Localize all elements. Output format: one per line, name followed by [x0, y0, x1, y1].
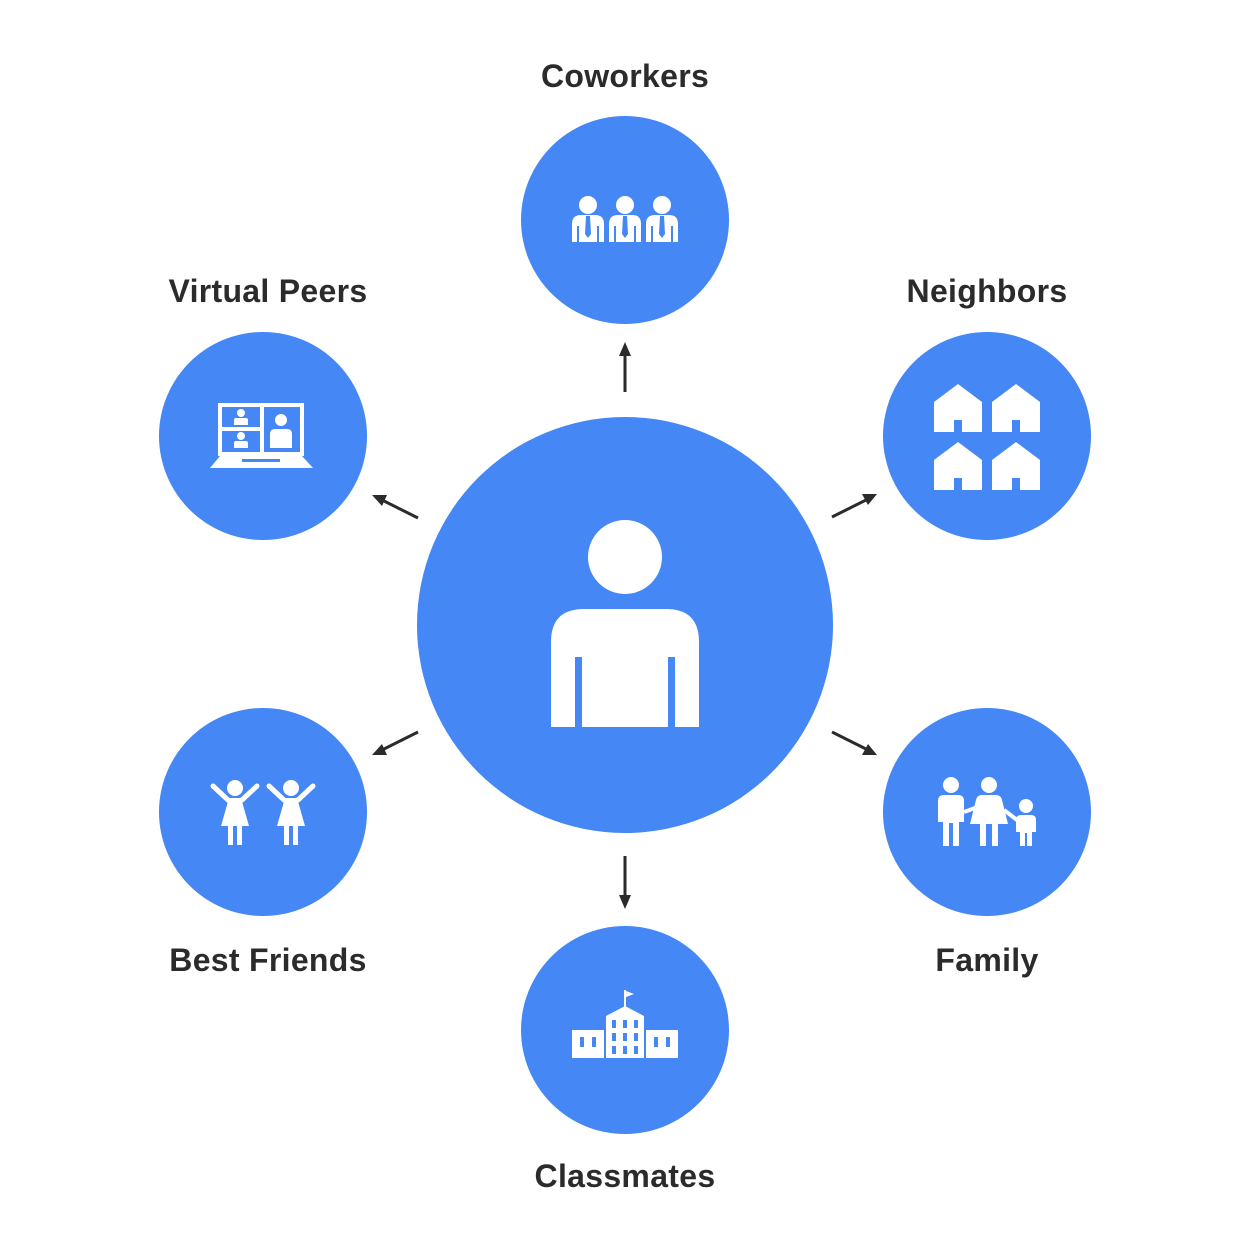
- arrow-to-virtual-peers: [372, 495, 419, 520]
- arrow-to-neighbors: [831, 494, 877, 519]
- person-icon: [551, 520, 699, 727]
- neighbors-label: Neighbors: [907, 273, 1068, 309]
- arrow-to-classmates: [619, 856, 631, 909]
- node-classmates: Classmates: [521, 926, 729, 1194]
- coworkers-icon: [572, 196, 678, 242]
- arrow-to-best-friends: [372, 730, 419, 755]
- family-label: Family: [935, 942, 1038, 978]
- neighbors-disc: [883, 332, 1091, 540]
- best-friends-label: Best Friends: [169, 942, 366, 978]
- node-virtual-peers: Virtual Peers: [159, 273, 367, 540]
- best-friends-disc: [159, 708, 367, 916]
- school-icon: [572, 990, 678, 1058]
- classmates-label: Classmates: [535, 1158, 716, 1194]
- node-family: Family: [883, 708, 1091, 978]
- coworkers-label: Coworkers: [541, 58, 709, 94]
- video-call-laptop-icon: [210, 403, 313, 468]
- center-node: [417, 417, 833, 833]
- friends-icon: [210, 780, 316, 845]
- arrow-to-coworkers: [619, 342, 631, 392]
- family-icon: [938, 777, 1036, 846]
- virtual-peers-label: Virtual Peers: [169, 273, 368, 309]
- node-coworkers: Coworkers: [521, 58, 729, 324]
- node-neighbors: Neighbors: [883, 273, 1091, 540]
- arrow-to-family: [831, 730, 877, 755]
- node-best-friends: Best Friends: [159, 708, 367, 978]
